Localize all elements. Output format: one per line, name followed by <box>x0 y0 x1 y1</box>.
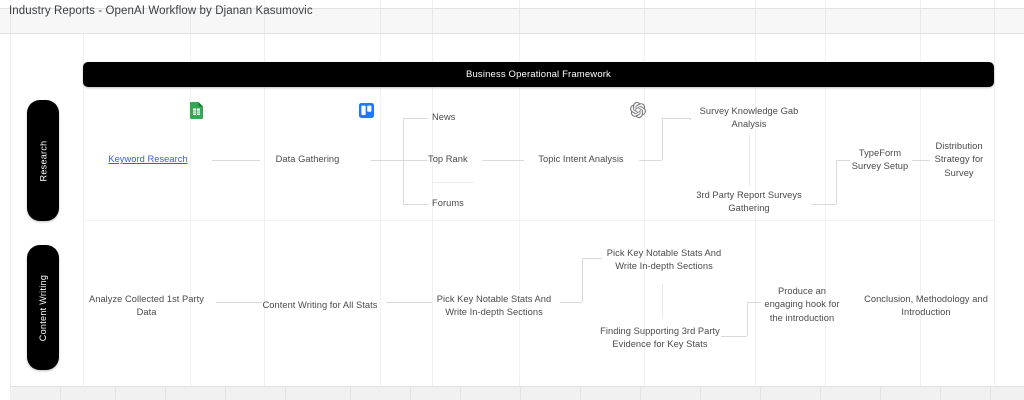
node-conclusion-methodology[interactable]: Conclusion, Methodology and Introduction <box>862 290 990 322</box>
node-distribution-strategy-label: Distribution Strategy for Survey <box>934 140 984 178</box>
connector-soft <box>432 182 474 183</box>
connector <box>836 160 837 204</box>
node-pick-key-stats-main-label: Pick Key Notable Stats And Write In-dept… <box>436 293 552 317</box>
openai-icon <box>630 101 646 123</box>
connector <box>403 118 428 119</box>
connector <box>212 160 260 161</box>
swimlane-research-label: Research <box>38 140 49 181</box>
connector-soft <box>749 134 750 186</box>
connector <box>836 160 850 161</box>
swimlane-content-writing-label: Content Writing <box>38 274 48 341</box>
node-finding-supporting-3rd-label: Finding Supporting 3rd Party Evidence fo… <box>600 325 720 349</box>
connector <box>812 204 836 205</box>
page-title: Industry Reports - OpenAI Workflow by Dj… <box>9 5 313 17</box>
node-third-party-surveys-label: 3rd Party Report Surveys Gathering <box>696 189 802 213</box>
swimlane-research: Research <box>27 100 59 221</box>
connector <box>582 258 583 302</box>
node-top-rank[interactable]: Top Rank <box>428 149 484 171</box>
node-survey-knowledge-gab-label: Survey Knowledge Gab Analysis <box>699 105 799 129</box>
connector <box>747 302 748 336</box>
cell-divider <box>380 230 381 376</box>
node-forums-label: Forums <box>432 198 464 209</box>
node-news[interactable]: News <box>432 107 484 129</box>
node-produce-hook[interactable]: Produce an engaging hook for the introdu… <box>761 282 843 328</box>
connector-soft <box>662 284 663 318</box>
node-conclusion-methodology-label: Conclusion, Methodology and Introduction <box>864 293 988 317</box>
node-pick-key-stats-main[interactable]: Pick Key Notable Stats And Write In-dept… <box>428 290 560 322</box>
framework-banner: Business Operational Framework <box>83 62 994 87</box>
node-analyze-first-party-data-label: Analyze Collected 1st Party Data <box>88 293 205 317</box>
node-distribution-strategy[interactable]: Distribution Strategy for Survey <box>928 137 990 183</box>
node-news-label: News <box>432 112 456 123</box>
cell-divider <box>755 230 756 376</box>
connector <box>403 118 404 204</box>
node-topic-intent-analysis-label: Topic Intent Analysis <box>538 154 624 165</box>
sheet-footer-ruler <box>10 386 1024 400</box>
node-typeform-survey-setup[interactable]: TypeForm Survey Setup <box>848 144 912 176</box>
node-produce-hook-label: Produce an engaging hook for the introdu… <box>764 285 840 323</box>
node-finding-supporting-3rd[interactable]: Finding Supporting 3rd Party Evidence fo… <box>596 322 724 354</box>
trello-icon <box>359 103 374 123</box>
row-divider <box>83 220 994 221</box>
connector <box>582 258 602 259</box>
node-survey-knowledge-gab[interactable]: Survey Knowledge Gab Analysis <box>690 102 808 134</box>
node-data-gathering[interactable]: Data Gathering <box>240 148 375 172</box>
connector <box>662 118 663 160</box>
node-third-party-surveys[interactable]: 3rd Party Report Surveys Gathering <box>684 186 814 218</box>
node-content-writing-all-stats[interactable]: Content Writing for All Stats <box>262 290 378 322</box>
connector <box>482 160 524 161</box>
connector <box>639 160 662 161</box>
connector <box>403 204 428 205</box>
google-sheets-icon <box>190 102 203 124</box>
connector <box>662 118 690 119</box>
node-keyword-research-label: Keyword Research <box>108 154 188 165</box>
node-data-gathering-label: Data Gathering <box>275 154 340 165</box>
connector <box>371 160 428 161</box>
node-analyze-first-party-data[interactable]: Analyze Collected 1st Party Data <box>83 290 210 322</box>
node-topic-intent-analysis[interactable]: Topic Intent Analysis <box>521 148 641 172</box>
node-content-writing-all-stats-label: Content Writing for All Stats <box>262 300 378 311</box>
connector <box>560 302 582 303</box>
node-pick-key-stats-branch[interactable]: Pick Key Notable Stats And Write In-dept… <box>600 244 728 276</box>
connector <box>912 160 930 161</box>
connector <box>747 302 761 303</box>
node-top-rank-label: Top Rank <box>428 154 468 165</box>
diagram-canvas: Business Operational Framework Research … <box>0 34 1024 386</box>
node-typeform-survey-setup-label: TypeForm Survey Setup <box>851 147 909 171</box>
connector <box>386 302 432 303</box>
node-pick-key-stats-branch-label: Pick Key Notable Stats And Write In-dept… <box>606 247 722 271</box>
swimlane-content-writing: Content Writing <box>27 245 59 370</box>
connector <box>690 118 691 120</box>
framework-banner-label: Business Operational Framework <box>466 69 611 80</box>
node-forums[interactable]: Forums <box>432 193 484 215</box>
connector <box>216 302 262 303</box>
node-keyword-research[interactable]: Keyword Research <box>83 148 213 172</box>
connector <box>721 336 747 337</box>
